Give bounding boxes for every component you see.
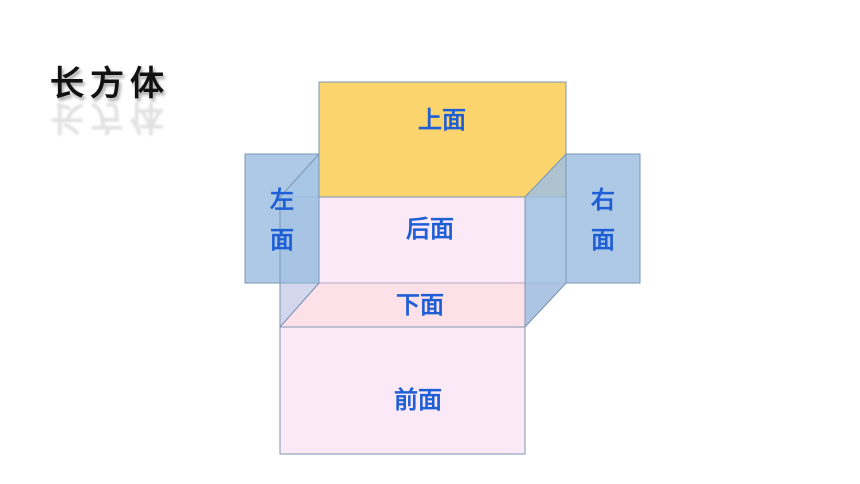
left-face-label-2: 面 (270, 226, 294, 254)
right-face (565, 153, 641, 284)
back-face-label: 后面 (406, 215, 454, 243)
front-face-label: 前面 (394, 386, 442, 414)
page-title: 长方体 (50, 64, 170, 104)
right-face-label-2: 面 (591, 226, 615, 254)
top-face-label: 上面 (418, 106, 466, 134)
left-face (244, 153, 320, 284)
top-face (318, 81, 567, 198)
front-face (279, 326, 526, 455)
bottom-face-label: 下面 (396, 291, 444, 319)
left-slant-face (279, 152, 320, 329)
right-face-label-1: 右 (591, 186, 615, 214)
left-face-label-1: 左 (270, 186, 294, 214)
